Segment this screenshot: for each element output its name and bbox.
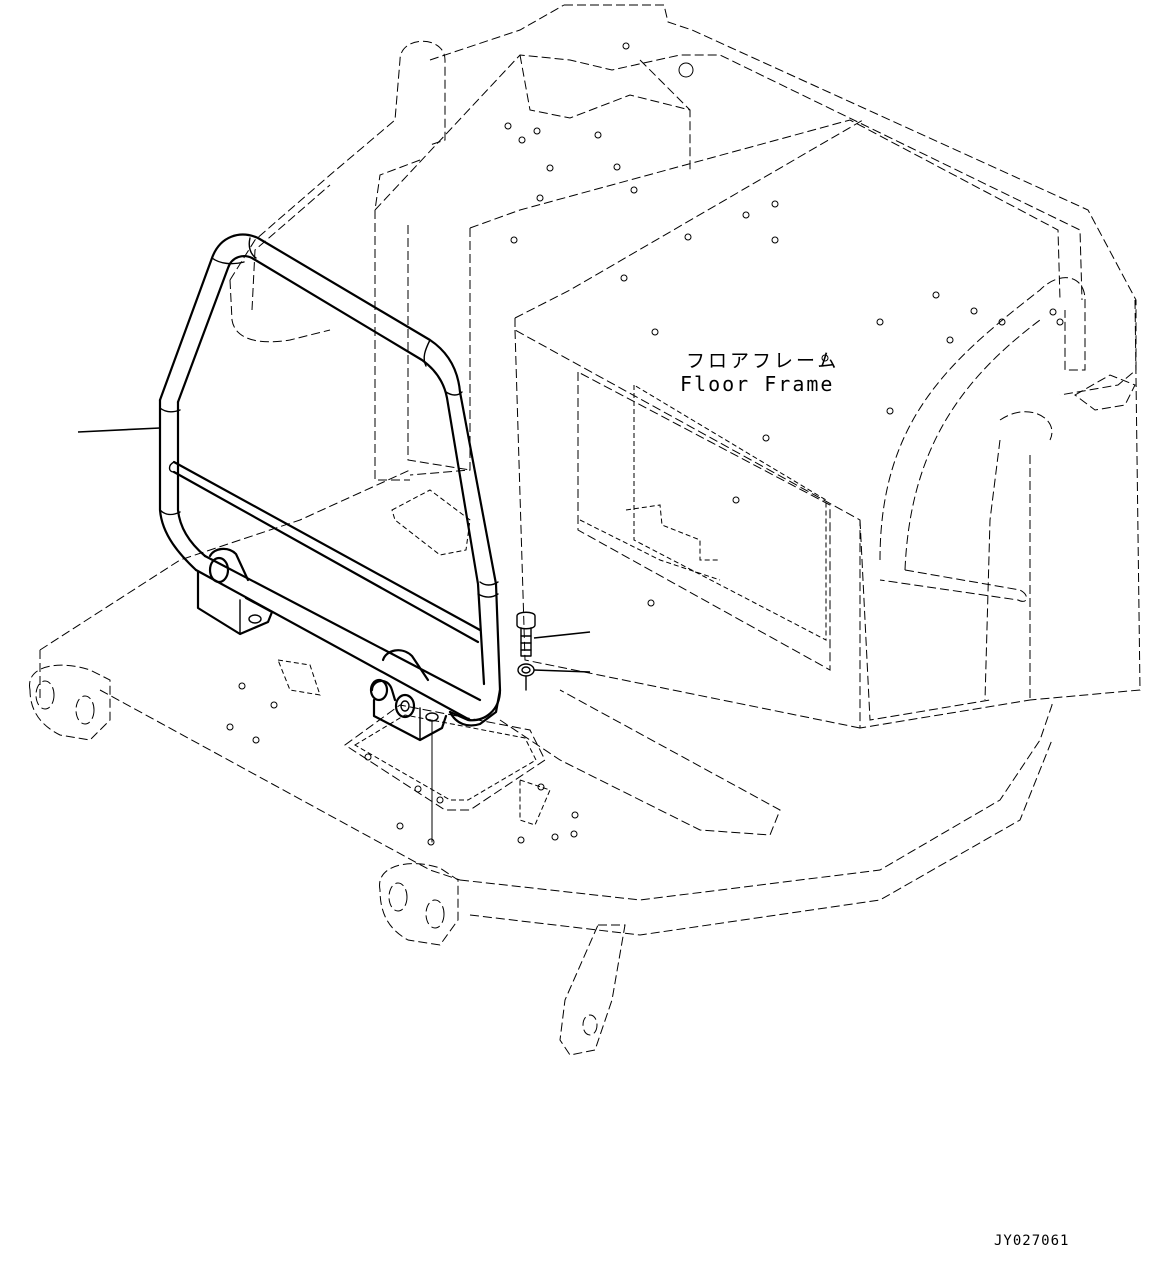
floor-frame-label-jp: フロアフレーム xyxy=(686,350,840,372)
leader-guard-rail xyxy=(77,427,161,433)
washer xyxy=(517,663,535,677)
guard-rail xyxy=(158,233,502,742)
floor-frame-label-en: Floor Frame xyxy=(680,372,835,396)
frame-holes xyxy=(226,42,1064,846)
leader-bolt xyxy=(533,631,591,639)
bolt xyxy=(516,611,536,657)
leader-washer xyxy=(533,669,591,673)
floor-frame-phantom xyxy=(29,4,1141,1056)
drawing-id: JY027061 xyxy=(994,1233,1070,1249)
leader-lines xyxy=(77,427,591,843)
